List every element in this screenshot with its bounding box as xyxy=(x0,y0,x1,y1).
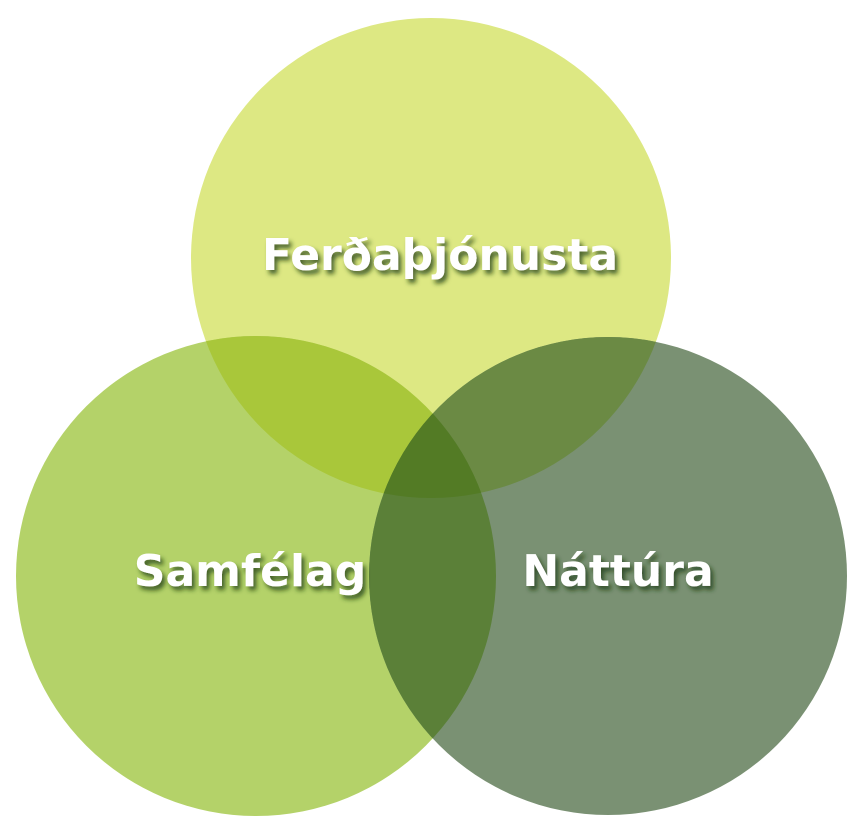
label-samfelag: Samfélag xyxy=(134,546,366,597)
label-ferdathjonusta: Ferðaþjónusta xyxy=(262,230,618,281)
label-nattura: Náttúra xyxy=(522,546,713,597)
overlap-top-left xyxy=(191,336,496,498)
overlap-top-right xyxy=(369,337,671,498)
